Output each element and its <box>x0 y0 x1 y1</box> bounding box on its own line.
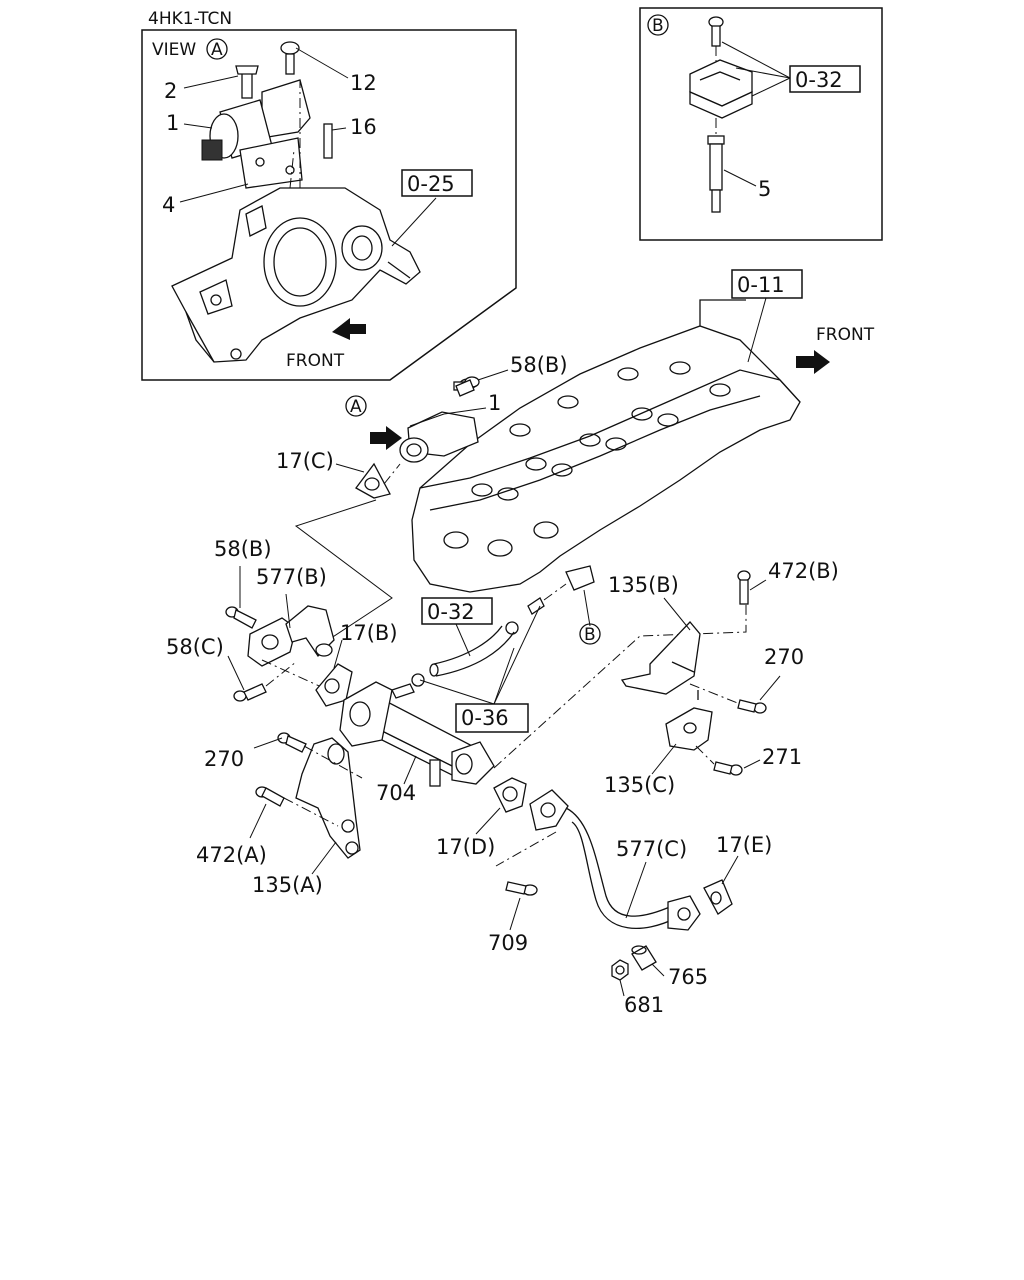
callout-472a: 472(A) <box>196 843 267 867</box>
nut-681 <box>611 959 629 981</box>
ref-box-0-32-main <box>421 597 493 625</box>
view-b-marker-icon: B <box>647 14 669 36</box>
bracket-135b <box>620 621 701 695</box>
marker-b-icon: B <box>579 623 601 645</box>
callout-135b: 135(B) <box>608 573 679 597</box>
engine-code-label: 4HK1-TCN <box>148 9 232 29</box>
callout-4: 4 <box>162 193 175 217</box>
callout-270-left: 270 <box>204 747 244 771</box>
bolt-58b-top <box>455 376 480 397</box>
valve-holes <box>443 361 731 557</box>
front-arrow-main-icon <box>796 350 830 374</box>
callout-681: 681 <box>624 993 664 1017</box>
bolt-472b <box>737 570 751 605</box>
pipe-577b <box>247 605 335 667</box>
bracket-135c <box>665 690 713 751</box>
gasket-17d <box>493 777 527 813</box>
stud-765 <box>631 945 657 971</box>
callout-12: 12 <box>350 71 377 95</box>
pipe-577c <box>529 789 701 931</box>
callout-765: 765 <box>668 965 708 989</box>
callout-58c: 58(C) <box>166 635 224 659</box>
callout-17e: 17(E) <box>716 833 772 857</box>
callout-1-main: 1 <box>488 391 501 415</box>
intake-manifold-drawing <box>171 80 421 363</box>
marker-a-icon: A <box>345 395 367 417</box>
marker-b-letter: B <box>584 625 596 645</box>
view-a-marker-icon: A <box>206 38 228 60</box>
callout-5: 5 <box>758 177 771 201</box>
bolt-58c <box>233 683 267 702</box>
ref-box-0-32-main-label: 0-32 <box>427 600 475 624</box>
bolt-58b-left <box>225 606 257 629</box>
view-a-panel: VIEW A <box>141 29 517 381</box>
egr-valve-drawing <box>201 41 333 189</box>
ref-box-0-25 <box>401 169 473 197</box>
bolt-270-right <box>737 699 767 714</box>
main-front-label: FRONT <box>816 325 875 345</box>
bolt-271 <box>713 761 743 776</box>
bolt-270-left <box>277 732 307 753</box>
callout-58b-left: 58(B) <box>214 537 272 561</box>
callout-17b: 17(B) <box>340 621 398 645</box>
callout-577c: 577(C) <box>616 837 687 861</box>
clip-bracket <box>565 565 595 627</box>
callout-16: 16 <box>350 115 377 139</box>
ref-box-0-36 <box>455 703 529 733</box>
callout-271: 271 <box>762 745 802 769</box>
callout-135c: 135(C) <box>604 773 675 797</box>
water-hose <box>429 621 519 677</box>
view-a-direction-arrow-icon <box>370 426 402 450</box>
hose-clamp <box>411 673 425 687</box>
ref-box-0-32-view-b-label: 0-32 <box>795 68 843 92</box>
callout-577b: 577(B) <box>256 565 327 589</box>
gasket-17b <box>315 663 353 707</box>
view-b-panel: B 0-32 5 <box>639 7 883 241</box>
callout-704: 704 <box>376 781 416 805</box>
callout-17d: 17(D) <box>436 835 495 859</box>
gasket-17e <box>703 879 733 915</box>
callout-135a: 135(A) <box>252 873 323 897</box>
ref-box-0-36-label: 0-36 <box>461 706 509 730</box>
bracket-135a <box>295 737 361 859</box>
view-a-front-label: FRONT <box>286 351 345 371</box>
ref-box-0-11 <box>731 269 803 299</box>
ref-box-0-25-label: 0-25 <box>407 172 455 196</box>
gasket-17c <box>355 462 391 499</box>
callout-270-right: 270 <box>764 645 804 669</box>
callout-472b: 472(B) <box>768 559 839 583</box>
cylinder-head-drawing <box>411 299 801 593</box>
hose-fitting <box>527 583 567 615</box>
egr-cooler-704 <box>339 681 495 787</box>
marker-a-letter: A <box>350 397 362 417</box>
view-a-title: VIEW <box>152 40 196 60</box>
callout-58b-top: 58(B) <box>510 353 568 377</box>
callout-1-view-a: 1 <box>166 111 179 135</box>
callout-2: 2 <box>164 79 177 103</box>
front-arrow-icon <box>332 318 366 340</box>
view-a-marker-letter: A <box>211 40 223 60</box>
view-b-marker-letter: B <box>652 16 664 36</box>
callout-709: 709 <box>488 931 528 955</box>
bolt-709 <box>505 881 538 896</box>
ref-box-0-32-view-b <box>789 65 861 93</box>
ref-box-0-11-label: 0-11 <box>737 273 785 297</box>
bolt-472a <box>255 786 285 807</box>
callout-17c: 17(C) <box>276 449 334 473</box>
